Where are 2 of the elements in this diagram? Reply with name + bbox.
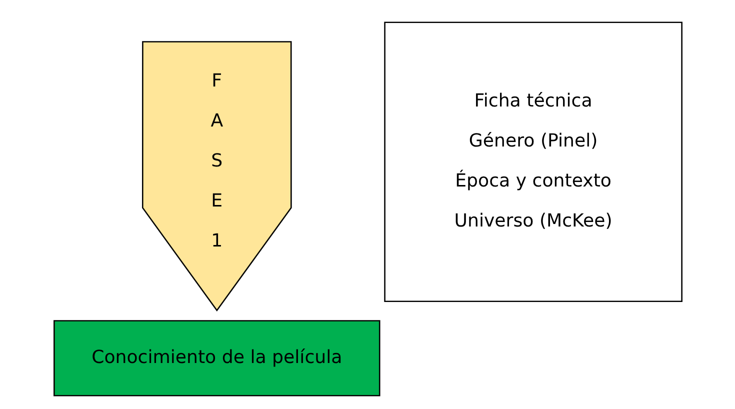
node-box: Ficha técnica Género (Pinel) Época y contexto Universo (McKee) [384, 22, 682, 302]
node-box: Conocimiento de la película [53, 320, 380, 396]
